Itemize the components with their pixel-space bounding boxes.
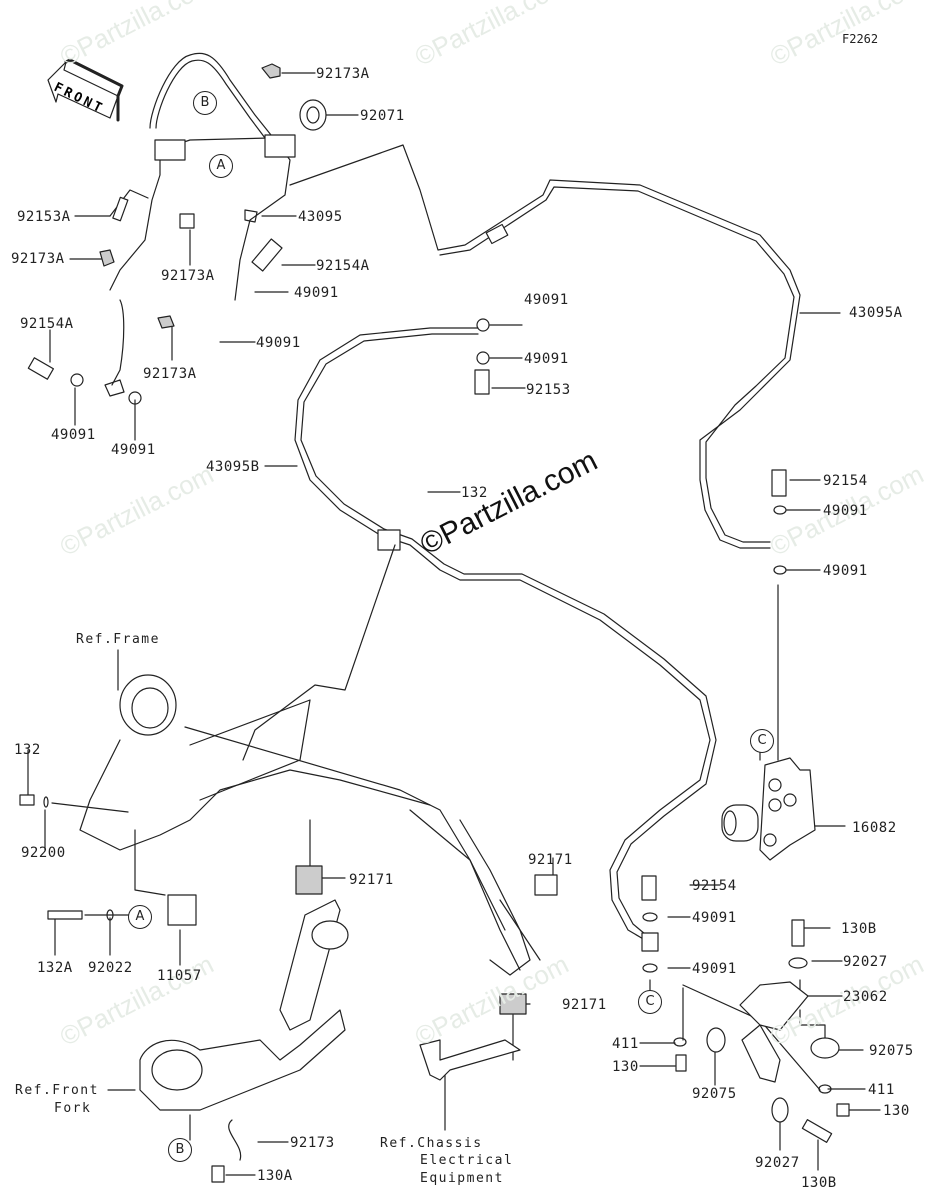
- front-fork-bracket: [139, 899, 349, 1111]
- part-label[interactable]: 43095B: [206, 459, 260, 475]
- part-label[interactable]: 132: [461, 485, 488, 501]
- part-label[interactable]: 132A: [37, 960, 73, 976]
- callout-a: A: [209, 154, 233, 178]
- ref-chassis-label: Ref.Chassis: [380, 1136, 483, 1151]
- part-label[interactable]: 132: [14, 742, 41, 758]
- callout-a: A: [128, 905, 152, 929]
- part-label[interactable]: 92027: [755, 1155, 800, 1171]
- part-label[interactable]: 92075: [692, 1086, 737, 1102]
- part-label[interactable]: 130: [612, 1059, 639, 1075]
- part-label[interactable]: 23062: [843, 989, 888, 1005]
- part-label[interactable]: 43095A: [849, 305, 903, 321]
- upper-brake-hose: [104, 52, 296, 397]
- ref-chassis-label: Electrical: [420, 1153, 514, 1168]
- part-label[interactable]: 92171: [349, 872, 394, 888]
- part-label[interactable]: 92200: [21, 845, 66, 861]
- part-label[interactable]: 49091: [823, 503, 868, 519]
- part-label[interactable]: 92173A: [143, 366, 197, 382]
- ref-frame-label: Ref.Frame: [76, 632, 160, 647]
- part-label[interactable]: 49091: [524, 292, 569, 308]
- part-label[interactable]: 49091: [256, 335, 301, 351]
- ref-front-fork-label: Ref.Front: [15, 1083, 99, 1098]
- brake-pipe-43095B: [294, 327, 717, 941]
- abs-unit-16082: [721, 757, 816, 861]
- part-label[interactable]: 49091: [294, 285, 339, 301]
- part-label[interactable]: 92173A: [11, 251, 65, 267]
- part-label[interactable]: 92154: [692, 878, 737, 894]
- part-label[interactable]: 92071: [360, 108, 405, 124]
- part-label[interactable]: 92027: [843, 954, 888, 970]
- part-label[interactable]: 92153: [526, 382, 571, 398]
- part-label[interactable]: 130: [883, 1103, 910, 1119]
- part-label[interactable]: 92173: [290, 1135, 335, 1151]
- callout-c: C: [750, 729, 774, 753]
- callout-b: B: [193, 91, 217, 115]
- callout-c: C: [638, 990, 662, 1014]
- part-label[interactable]: 49091: [111, 442, 156, 458]
- part-label[interactable]: 92171: [562, 997, 607, 1013]
- part-label[interactable]: 92173A: [316, 66, 370, 82]
- part-label[interactable]: 49091: [692, 961, 737, 977]
- part-label[interactable]: 49091: [692, 910, 737, 926]
- part-label[interactable]: 92154A: [20, 316, 74, 332]
- part-label[interactable]: 92154: [823, 473, 868, 489]
- callout-b: B: [168, 1138, 192, 1162]
- part-label[interactable]: 92154A: [316, 258, 370, 274]
- part-label[interactable]: 11057: [157, 968, 202, 984]
- part-label[interactable]: 130B: [841, 921, 877, 937]
- part-label[interactable]: 92173A: [161, 268, 215, 284]
- part-label[interactable]: 16082: [852, 820, 897, 836]
- front-arrow-icon: [47, 58, 124, 122]
- part-label[interactable]: 43095: [298, 209, 343, 225]
- chassis-bracket: [419, 1039, 521, 1081]
- part-label[interactable]: 92171: [528, 852, 573, 868]
- part-label[interactable]: 49091: [51, 427, 96, 443]
- part-label[interactable]: 92153A: [17, 209, 71, 225]
- part-label[interactable]: 411: [612, 1036, 639, 1052]
- brake-pipe-43095A: [289, 144, 801, 549]
- ref-front-fork-label: Fork: [54, 1101, 92, 1116]
- part-label[interactable]: 49091: [524, 351, 569, 367]
- part-label[interactable]: 130A: [257, 1168, 293, 1184]
- part-label[interactable]: 130B: [801, 1175, 837, 1191]
- part-label[interactable]: 92022: [88, 960, 133, 976]
- part-label[interactable]: 411: [868, 1082, 895, 1098]
- ref-chassis-label: Equipment: [420, 1171, 504, 1186]
- frame-reference: [79, 674, 541, 976]
- figure-id: F2262: [842, 32, 879, 46]
- part-label[interactable]: 92075: [869, 1043, 914, 1059]
- small-parts: [19, 63, 850, 1183]
- part-label[interactable]: 49091: [823, 563, 868, 579]
